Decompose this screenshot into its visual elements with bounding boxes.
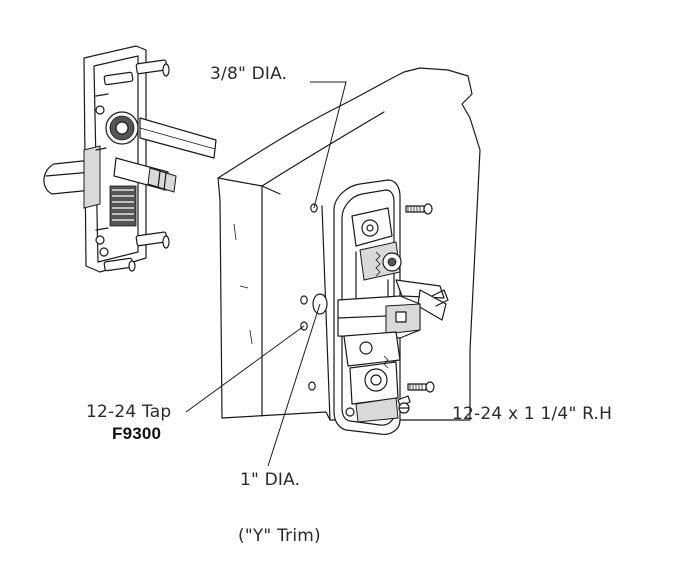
leader-lines: [185, 81, 347, 467]
outside-trim-assembly: [43, 45, 217, 273]
screw-low: [397, 395, 411, 414]
exit-device-chassis: [333, 179, 449, 435]
label-tap: 12-24 Tap: [86, 402, 172, 422]
screws: [397, 203, 435, 414]
label-screw-spec: 12-24 x 1 1/4" R.H: [452, 404, 613, 424]
screw-bottom: [407, 381, 435, 393]
screw-top: [405, 203, 433, 215]
label-model: F9300: [112, 424, 162, 443]
label-hole-diameter: 3/8" DIA.: [210, 64, 288, 84]
label-through-hole: 1" DIA.: [240, 470, 301, 490]
label-trim-type: ("Y" Trim): [238, 526, 321, 546]
